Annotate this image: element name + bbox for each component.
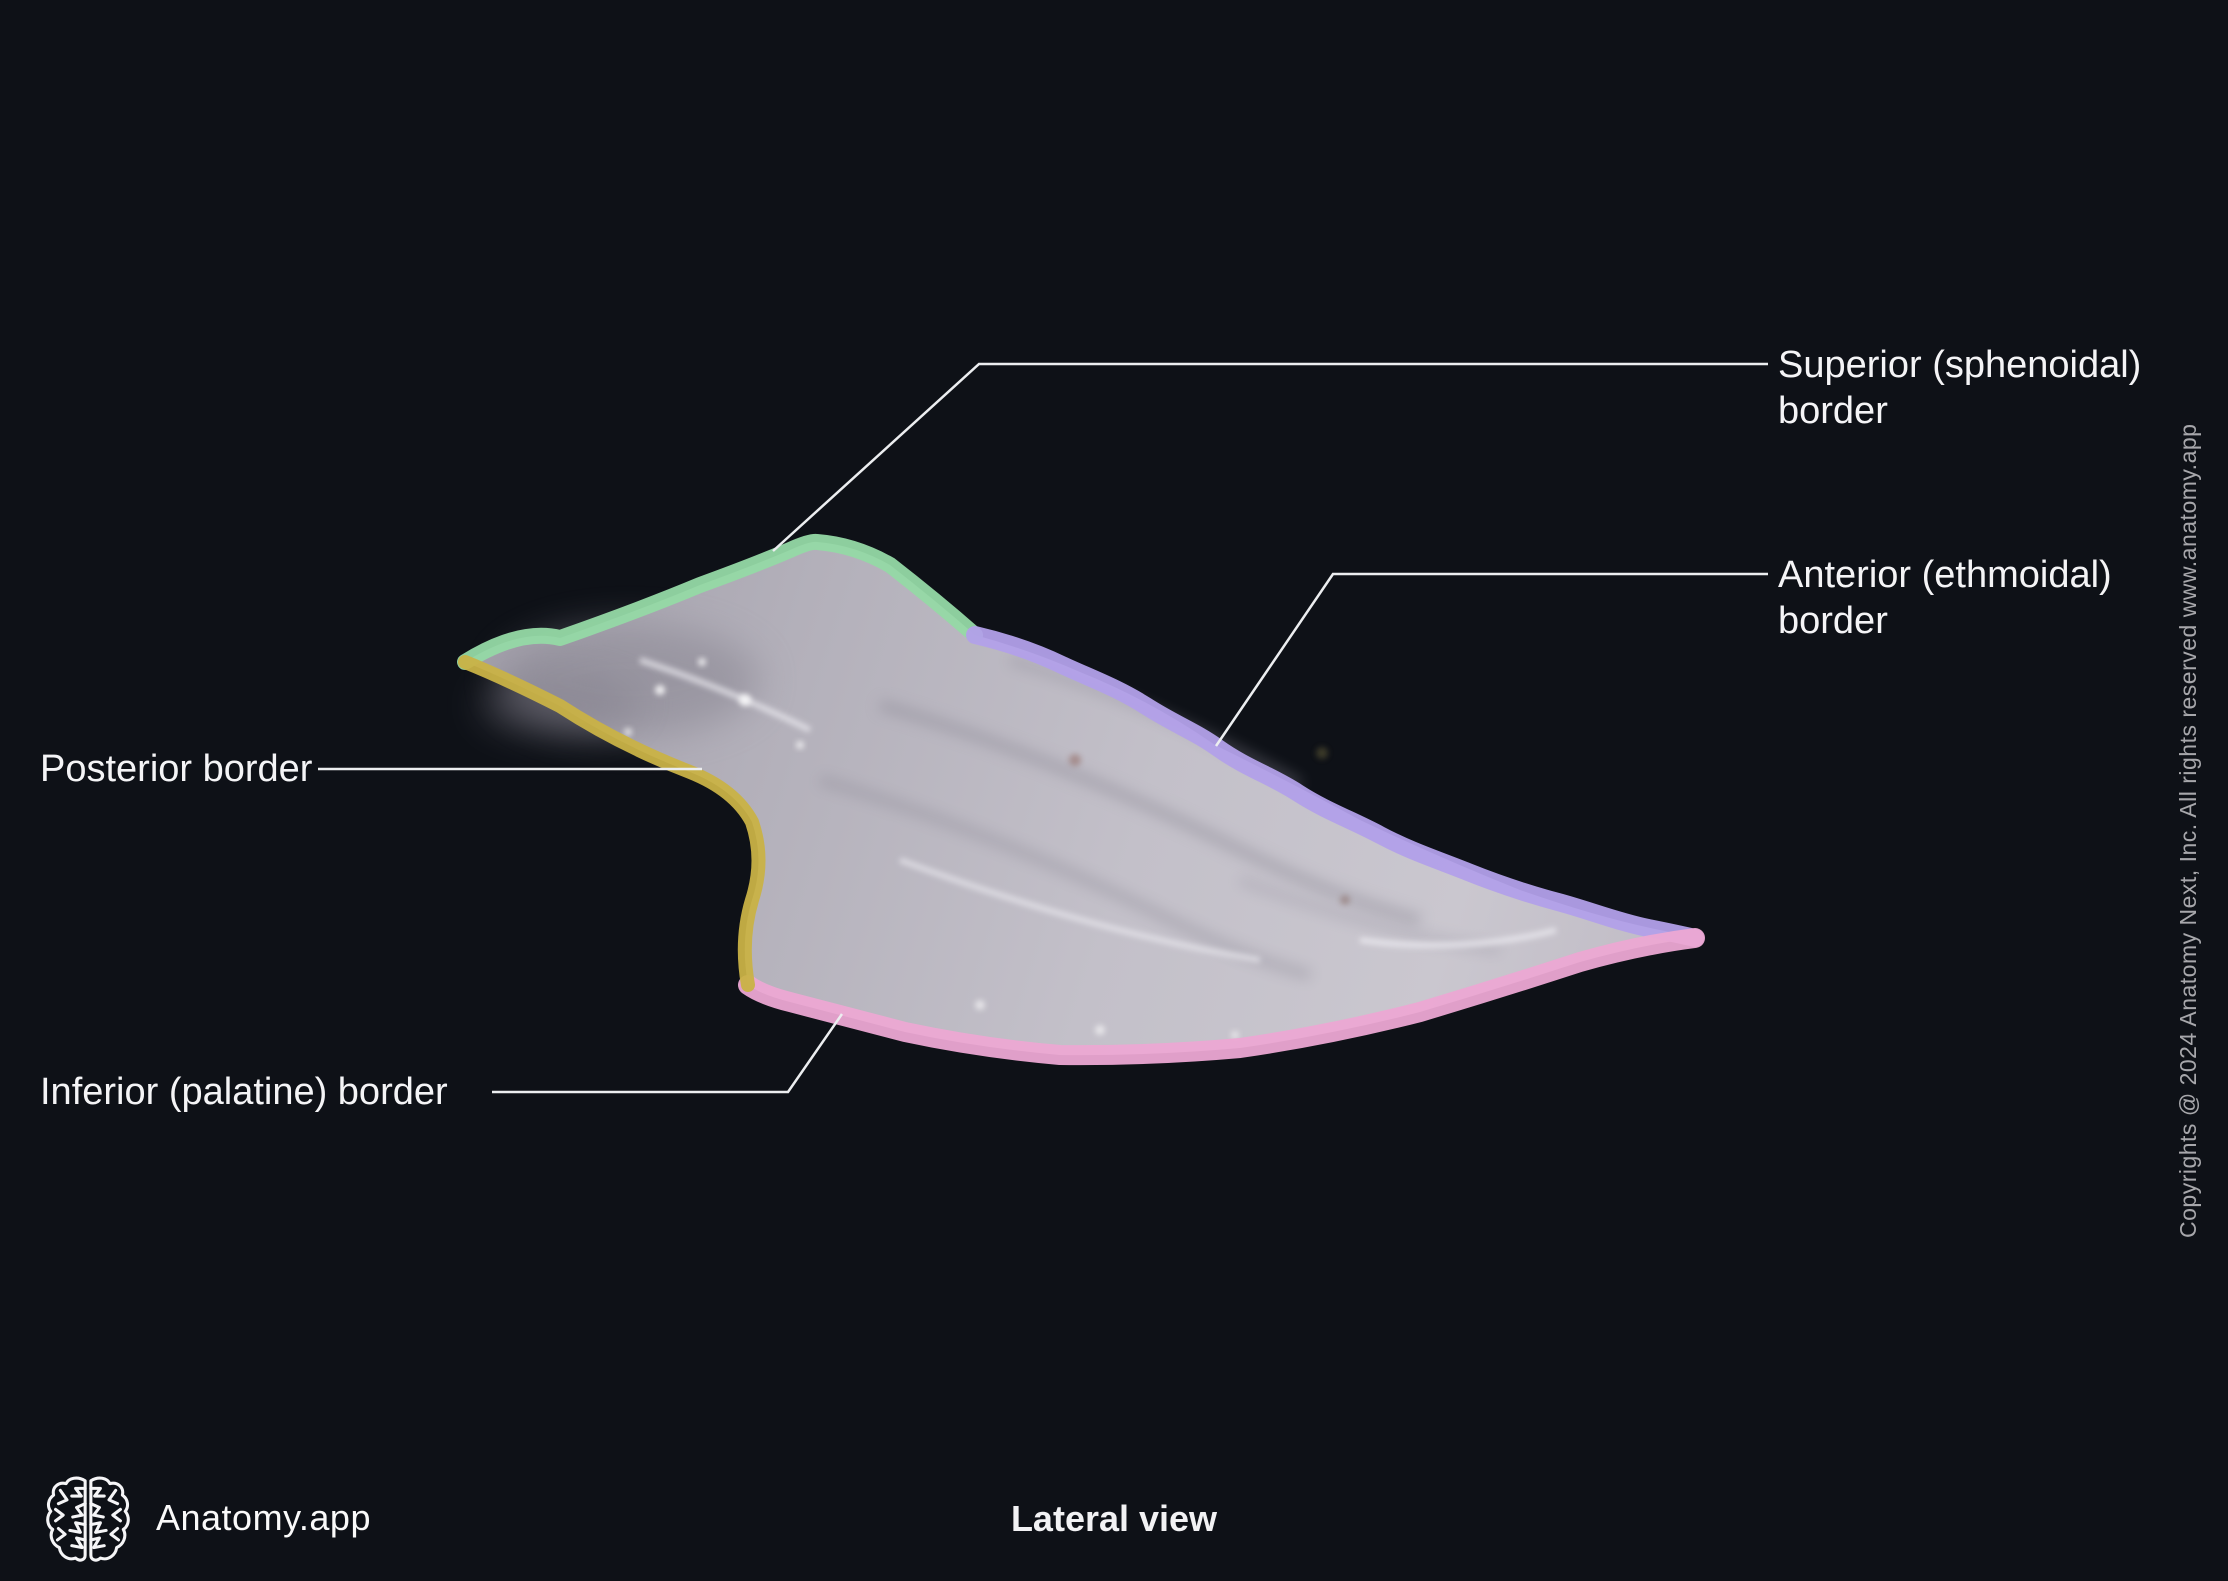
view-label: Lateral view — [1010, 1498, 1218, 1539]
leader-superior-border — [772, 362, 1768, 552]
label-line: Anterior (ethmoidal) — [1778, 554, 2112, 596]
label-superior-sphenoidal-border: Superior (sphenoidal) border — [1778, 342, 2141, 434]
label-line: Superior (sphenoidal) — [1778, 344, 2142, 386]
leader-inferior-border — [492, 1013, 844, 1094]
label-posterior-border: Posterior border — [40, 746, 312, 792]
label-line: Inferior (palatine) border — [40, 1071, 448, 1113]
leader-anterior-border — [1214, 572, 1768, 747]
label-anterior-ethmoidal-border: Anterior (ethmoidal) border — [1778, 552, 2112, 644]
brand-name: Anatomy.app — [156, 1497, 371, 1538]
superior-sphenoidal-border-highlight — [457, 533, 983, 670]
label-line: border — [1778, 600, 1888, 642]
brand-logo[interactable]: Anatomy.app — [46, 1470, 371, 1566]
anterior-ethmoidal-border-highlight — [966, 626, 1704, 947]
copyright-text: Copyrights @ 2024 Anatomy Next, Inc. All… — [2175, 423, 2201, 1239]
posterior-border-highlight — [458, 655, 766, 992]
brain-logo-icon — [46, 1476, 130, 1562]
label-inferior-palatine-border: Inferior (palatine) border — [40, 1069, 448, 1115]
leader-lines — [318, 362, 1768, 1094]
label-line: border — [1778, 390, 1888, 432]
label-line: Posterior border — [40, 748, 313, 790]
